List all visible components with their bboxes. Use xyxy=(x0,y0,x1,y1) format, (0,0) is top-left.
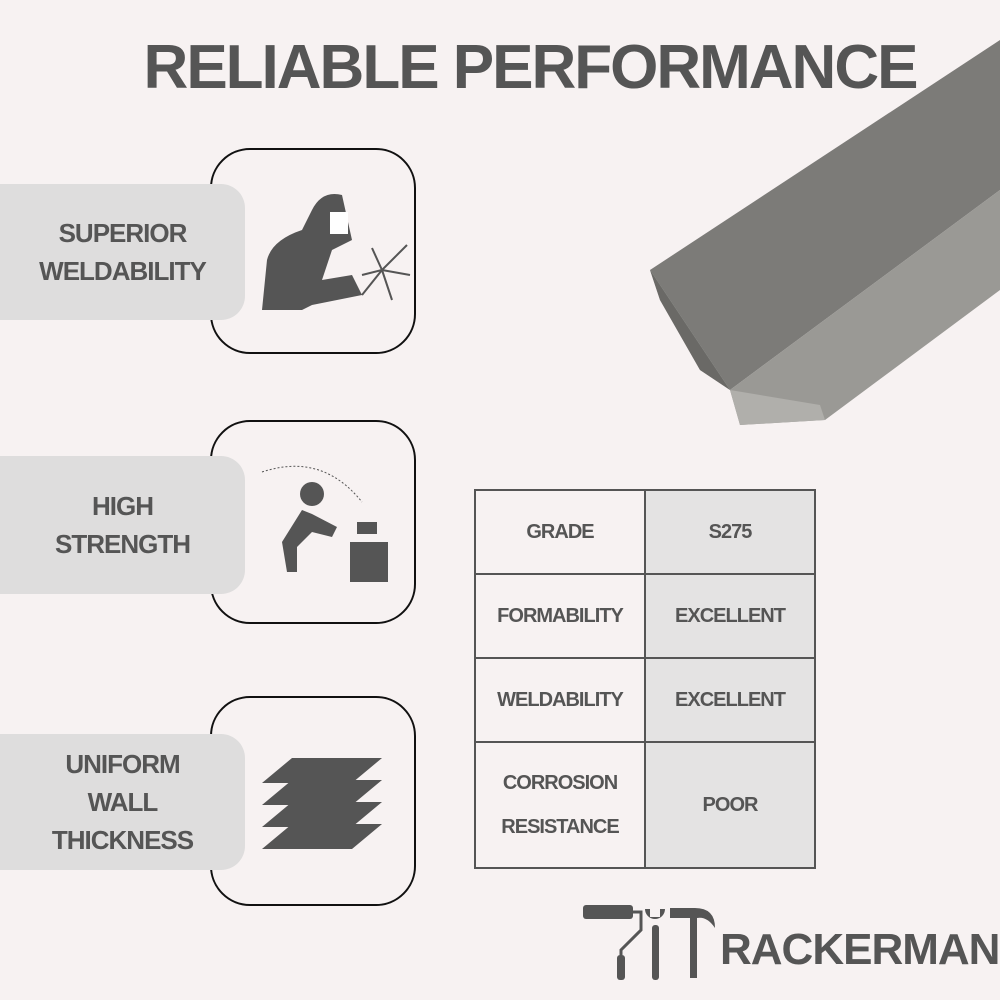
page-title: RELIABLE PERFORMANCE xyxy=(143,33,919,102)
steel-angle-image xyxy=(650,40,1000,425)
welder-icon xyxy=(262,194,411,310)
stacked-plates-icon xyxy=(262,758,382,849)
tools-logo-icon xyxy=(583,905,715,980)
hammer-worker-icon xyxy=(261,465,388,582)
brand-name: RACKERMAN xyxy=(720,925,1000,974)
